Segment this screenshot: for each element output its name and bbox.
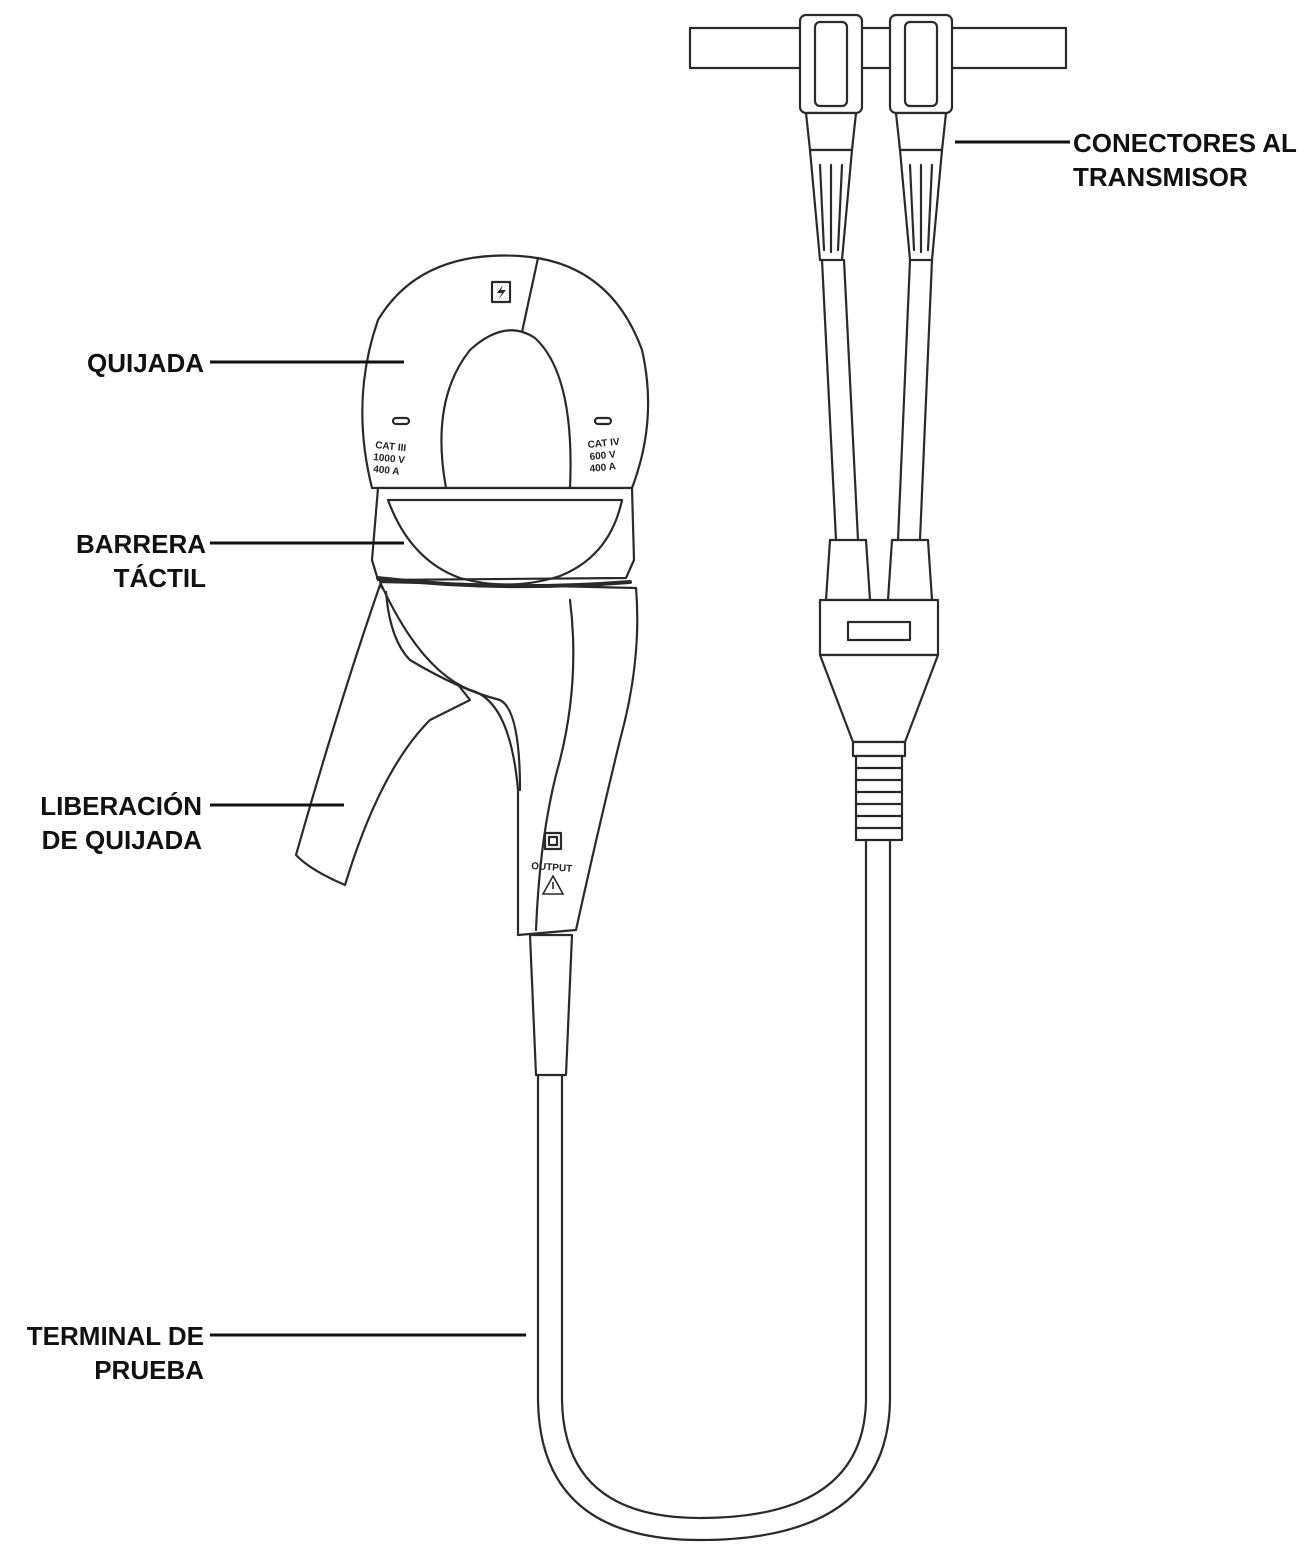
rating-markings: CAT III 1000 V 400 A CAT IV 600 V 400 A …	[373, 437, 621, 875]
test-lead-label-line2: PRUEBA	[94, 1355, 204, 1385]
right-cat-text: CAT IV	[587, 437, 620, 451]
high-voltage-symbol-icon	[490, 280, 512, 304]
transmitter-connectors	[688, 13, 1068, 842]
hand-barrier-label-line2: TÁCTIL	[114, 563, 207, 593]
test-lead-cable	[528, 838, 892, 1542]
left-amps-text: 400 A	[373, 464, 400, 478]
test-lead-label-line1: TERMINAL DE	[27, 1321, 204, 1351]
left-volts-text: 1000 V	[373, 452, 406, 466]
clamp-handle	[378, 580, 639, 937]
hand-barrier	[370, 486, 636, 582]
jaw-label: QUIJADA	[87, 348, 204, 378]
hand-barrier-label-line1: BARRERA	[76, 529, 206, 559]
right-amps-text: 400 A	[589, 461, 616, 475]
jaw-release-label-line1: LIBERACIÓN	[40, 791, 202, 821]
clamp-body	[294, 254, 650, 937]
connectors-label-line1: CONECTORES AL	[1073, 128, 1297, 158]
left-cat-text: CAT III	[375, 440, 407, 454]
callout-labels: QUIJADA BARRERA TÁCTIL LIBERACIÓN DE QUI…	[27, 128, 1297, 1385]
right-volts-text: 600 V	[589, 449, 616, 463]
jaw-release-lever	[294, 583, 472, 887]
leader-lines	[210, 140, 1070, 1337]
output-text: OUTPUT	[531, 861, 573, 875]
connectors-label-line2: TRANSMISOR	[1073, 162, 1248, 192]
jaw-release-label-line2: DE QUIJADA	[42, 825, 203, 855]
warning-triangle-icon	[541, 874, 565, 895]
